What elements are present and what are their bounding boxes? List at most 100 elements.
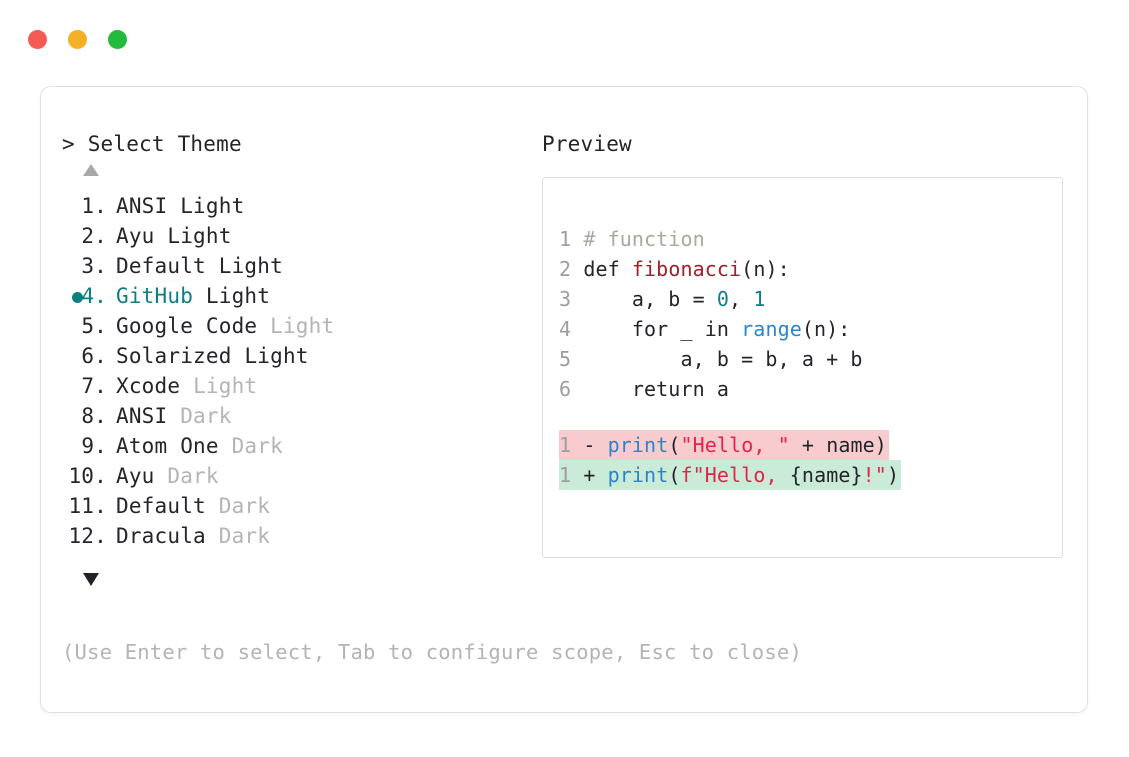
theme-item-variant: Light <box>244 344 309 368</box>
scroll-up-row <box>62 157 532 183</box>
theme-item-name: Default <box>116 494 206 518</box>
diff-line-number: 1 <box>559 463 572 487</box>
code-line: 6 return a <box>559 374 1056 404</box>
theme-item-variant: Light <box>193 374 258 398</box>
page-title-text: Select Theme <box>87 132 242 156</box>
theme-item-variant: Dark <box>180 404 232 428</box>
theme-item-name: GitHub <box>116 284 194 308</box>
theme-item-index: 12. <box>68 524 107 548</box>
code-token: 0 <box>716 287 730 311</box>
code-token: (n): <box>801 317 851 341</box>
code-line: 2 def fibonacci(n): <box>559 254 1056 284</box>
theme-item-name: Dracula <box>116 524 206 548</box>
theme-list-item[interactable]: 11. Default Dark <box>62 491 532 521</box>
theme-item-index: 2. <box>81 224 107 248</box>
diff-token: print <box>607 433 669 457</box>
theme-list-item[interactable]: 8.ANSI Dark <box>62 401 532 431</box>
keyboard-hint: (Use Enter to select, Tab to configure s… <box>62 640 802 664</box>
scroll-down-row <box>62 567 532 593</box>
theme-item-index: 11. <box>68 494 107 518</box>
preview-title: Preview <box>542 132 632 156</box>
theme-list-item[interactable]: 9.Atom One Dark <box>62 431 532 461</box>
code-token: a, b = b, a + b <box>583 347 863 371</box>
page-title: > Select Theme <box>62 131 532 157</box>
diff-token: print <box>607 463 669 487</box>
selected-bullet-icon <box>72 292 83 303</box>
theme-item-name: Google Code <box>116 314 258 338</box>
diff-token: ( <box>668 463 681 487</box>
line-number: 5 <box>559 347 572 371</box>
maximize-dot[interactable] <box>108 30 127 49</box>
diff-token: ) <box>886 463 900 487</box>
theme-list-item[interactable]: 2. Ayu Light <box>62 221 532 251</box>
theme-item-index: 9. <box>81 434 107 458</box>
theme-item-variant: Dark <box>218 524 271 548</box>
theme-item-index: 10. <box>68 464 107 488</box>
prompt-caret: > <box>62 132 75 156</box>
code-token: fibonacci <box>631 257 742 281</box>
code-token: return a <box>583 377 730 401</box>
close-dot[interactable] <box>28 30 47 49</box>
theme-item-name: ANSI <box>116 194 168 218</box>
line-number: 1 <box>559 227 572 251</box>
theme-list-item[interactable]: 1. ANSI Light <box>62 191 532 221</box>
theme-item-variant: Dark <box>231 434 283 458</box>
theme-list-item[interactable]: 5.Google Code Light <box>62 311 532 341</box>
diff-line-number: 1 <box>559 433 572 457</box>
triangle-down-icon[interactable] <box>83 573 99 586</box>
code-token: a, b = <box>583 287 717 311</box>
line-number: 6 <box>559 377 572 401</box>
theme-item-variant: Dark <box>218 494 271 518</box>
theme-list-item[interactable]: 12. Dracula Dark <box>62 521 532 551</box>
theme-item-index: 1. <box>81 194 107 218</box>
diff-lines: 1 - print("Hello, " + name)1 + print(f"H… <box>559 430 1056 490</box>
theme-item-index: 5. <box>81 314 107 338</box>
diff-marker: - <box>583 433 596 457</box>
theme-item-variant: Light <box>205 284 271 308</box>
theme-item-index: 8. <box>81 404 107 428</box>
theme-item-name: Xcode <box>116 374 181 398</box>
diff-marker: + <box>583 463 596 487</box>
diff-token: ( <box>668 433 681 457</box>
code-token: range <box>741 317 802 341</box>
theme-list-item[interactable]: 7.Xcode Light <box>62 371 532 401</box>
theme-item-name: Solarized <box>116 344 232 368</box>
theme-item-index: 3. <box>81 254 107 278</box>
code-token: 1 <box>753 287 766 311</box>
line-number: 3 <box>559 287 572 311</box>
theme-item-variant: Dark <box>167 464 219 488</box>
code-token: (n): <box>741 257 790 281</box>
theme-item-name: Default <box>116 254 206 278</box>
theme-item-variant: Light <box>167 224 232 248</box>
theme-list-item[interactable]: 4. GitHub Light <box>62 281 532 311</box>
theme-item-name: Ayu <box>116 464 155 488</box>
code-line: 4 for _ in range(n): <box>559 314 1056 344</box>
theme-item-name: Ayu <box>116 224 155 248</box>
triangle-up-icon[interactable] <box>83 164 99 176</box>
minimize-dot[interactable] <box>68 30 87 49</box>
theme-item-variant: Light <box>218 254 283 278</box>
theme-item-index: 6. <box>81 344 107 368</box>
diff-token: + name) <box>789 433 887 457</box>
theme-item-index: 4. <box>81 284 107 308</box>
theme-item-variant: Light <box>180 194 245 218</box>
diff-line-add: 1 + print(f"Hello, {name}!") <box>559 460 902 490</box>
theme-list-item[interactable]: 6. Solarized Light <box>62 341 532 371</box>
diff-token: "Hello, " <box>680 433 790 457</box>
code-token: # function <box>583 227 705 251</box>
line-number: 4 <box>559 317 572 341</box>
diff-token: !" <box>862 463 887 487</box>
code-line: 5 a, b = b, a + b <box>559 344 1056 374</box>
line-number: 2 <box>559 257 572 281</box>
code-line: 3 a, b = 0, 1 <box>559 284 1056 314</box>
code-gap <box>559 404 1056 430</box>
theme-list-item[interactable]: 3. Default Light <box>62 251 532 281</box>
diff-token: {name} <box>789 463 863 487</box>
theme-list-item[interactable]: 10. Ayu Dark <box>62 461 532 491</box>
